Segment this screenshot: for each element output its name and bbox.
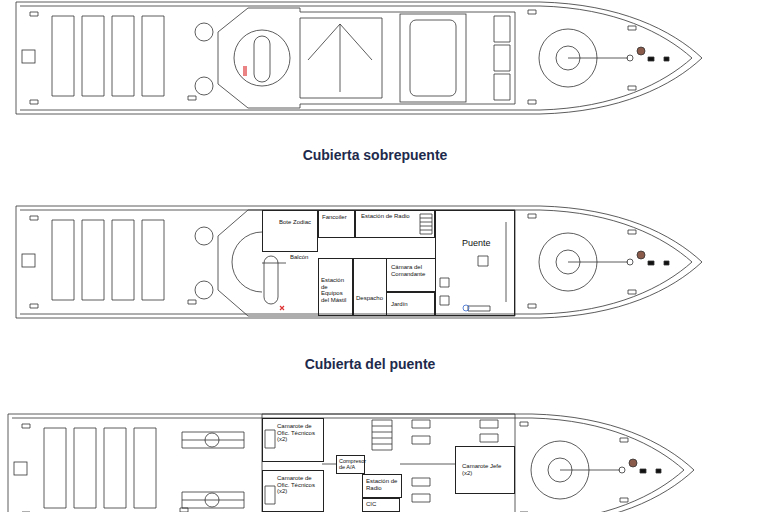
room-label: Cámara del Comandante [391,264,433,277]
room-label: Jardín [391,301,408,308]
bridge-console [468,222,506,311]
room-box: Estación de Radio [362,474,402,498]
lockers [494,16,510,100]
room-box: Despacho [352,258,387,316]
room-label: Despacho [356,295,383,302]
room-label: Compresor de A/A [339,458,362,470]
boat-well [232,232,262,292]
safety-mark [280,306,284,310]
deck-base [16,2,702,114]
room-box: CIC [362,498,400,512]
davit-ring [195,227,213,245]
room-label: Camarote de Ofic. Técnicos (x2) [277,475,321,495]
room-box: Puente [435,210,515,316]
room-label: Estación de Radio [366,478,399,491]
bunk [265,420,498,504]
deck-base [8,414,694,512]
room-box: Estación de Radio [355,210,435,238]
room-label: Estación de Radio [361,213,410,220]
radar-unit [463,305,469,311]
davit-ring [195,77,213,95]
superstructure-outline [218,8,515,108]
room-box: Camarote de Ofic. Técnicos (x2) [262,418,324,462]
deck-housing-inner [410,20,456,96]
superstructure-outline [218,210,515,316]
bridge-chair [440,256,488,305]
davit-ring [195,23,213,41]
deck-base [16,206,702,318]
radio-stairs [420,214,432,234]
deck-housing [400,14,466,102]
boat-well [234,30,290,86]
room-box: Compresor de A/A [336,455,365,474]
davit-ring [205,433,219,447]
ladder-box [182,432,244,508]
superstructure-outline [262,414,515,512]
deck-heading: Cubierta sobrepuente [303,148,448,163]
room-label: Camarote de Ofic. Técnicos (x2) [277,423,321,443]
balcony-line [262,263,318,264]
room-box: Jardín [386,292,435,316]
room-label: Bote Zodiac [279,219,311,226]
deck-heading: Cubierta del puente [305,357,436,372]
room-label: Estación de Equipos del Mástil [321,277,351,303]
room-box: Camarote de Ofic. Técnicos (x2) [262,470,324,512]
room-box: Camarote Jefe (x2) [455,446,515,494]
room-box: Bote Zodiac [262,210,318,252]
room-box: Estación de Equipos del Mástil [318,258,354,316]
safety-mark [244,66,246,76]
room-box: Fancoiler [318,210,355,238]
room-label: Camarote Jefe (x2) [462,463,512,476]
room-label: Puente [462,239,491,249]
area-label: Balcón [290,254,308,261]
zodiac-boat [254,36,270,82]
room-label: Fancoiler [322,214,347,221]
room-box: Cámara del Comandante [386,258,436,292]
stairs [372,420,392,450]
room-label: CIC [366,501,376,508]
davit-ring [205,493,219,507]
mast-structure [300,18,382,98]
davit-ring [195,281,213,299]
